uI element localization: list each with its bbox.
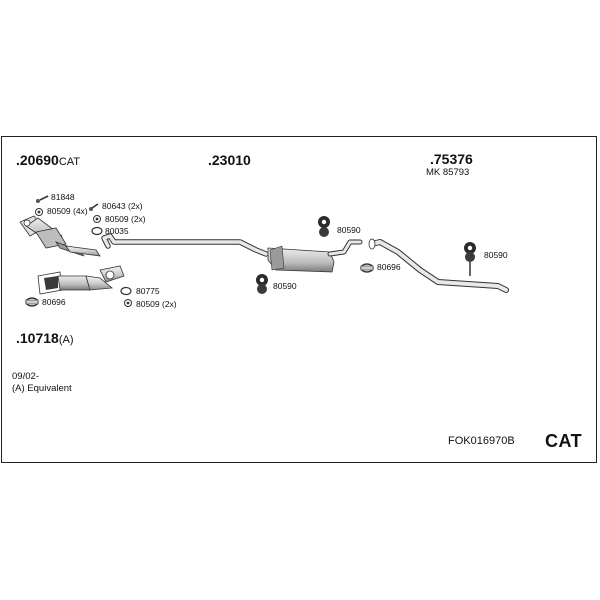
bolt-81848-icon [36, 195, 49, 203]
nut-80509-4x-icon [35, 208, 43, 216]
equivalent-note: (A) Equivalent [12, 383, 72, 394]
accessory-label: 80509 (4x) [47, 206, 88, 216]
bolt-80643-icon [89, 203, 99, 211]
accessory-label: 80509 (2x) [105, 214, 146, 224]
front-pipe-drawing [37, 265, 125, 295]
accessory-label: 80643 (2x) [102, 201, 143, 211]
hanger-80590-bottom-icon [256, 274, 268, 294]
hanger-80590-top-icon [318, 216, 330, 237]
mk-reference: MK 85793 [426, 167, 470, 178]
accessory-label: 81848 [51, 192, 75, 202]
diagram-frame [1, 136, 597, 463]
accessory-label: 80590 [337, 225, 361, 235]
hanger-80590-right-icon [464, 242, 476, 262]
part-label-cat-converter: .20690CAT [16, 153, 80, 169]
nut-80509-2x-top-icon [93, 215, 101, 223]
gasket-80775-icon [120, 286, 132, 296]
date-note: 09/02- [12, 371, 39, 382]
middle-pipe-drawing [101, 233, 363, 273]
part-number-front-pipe: .10718 [16, 330, 59, 346]
part-suffix-equivalent: (A) [58, 334, 74, 346]
part-number-rear-silencer: .75376 [430, 151, 473, 167]
accessory-label: 80590 [273, 281, 297, 291]
gasket-80035-icon [91, 226, 103, 236]
accessory-label: 80696 [377, 262, 401, 272]
part-suffix-cat: CAT [58, 156, 81, 168]
accessory-label: 80696 [42, 297, 66, 307]
part-label-front-pipe: .10718(A) [16, 331, 74, 347]
nut-80509-2x-bottom-icon [124, 299, 132, 307]
part-number-cat-converter: .20690 [16, 152, 59, 168]
accessory-label: 80035 [105, 226, 129, 236]
accessory-label: 80509 (2x) [136, 299, 177, 309]
catalytic-converter-drawing [19, 215, 101, 257]
rear-pipe-drawing [368, 238, 509, 293]
clamp-80696-right-icon [360, 263, 374, 273]
part-number-middle-pipe: .23010 [208, 152, 251, 168]
kit-code: FOK016970B [448, 435, 515, 447]
type-label: CAT [545, 431, 583, 451]
accessory-label: 80590 [484, 250, 508, 260]
accessory-label: 80775 [136, 286, 160, 296]
clamp-80696-left-icon [25, 297, 39, 307]
